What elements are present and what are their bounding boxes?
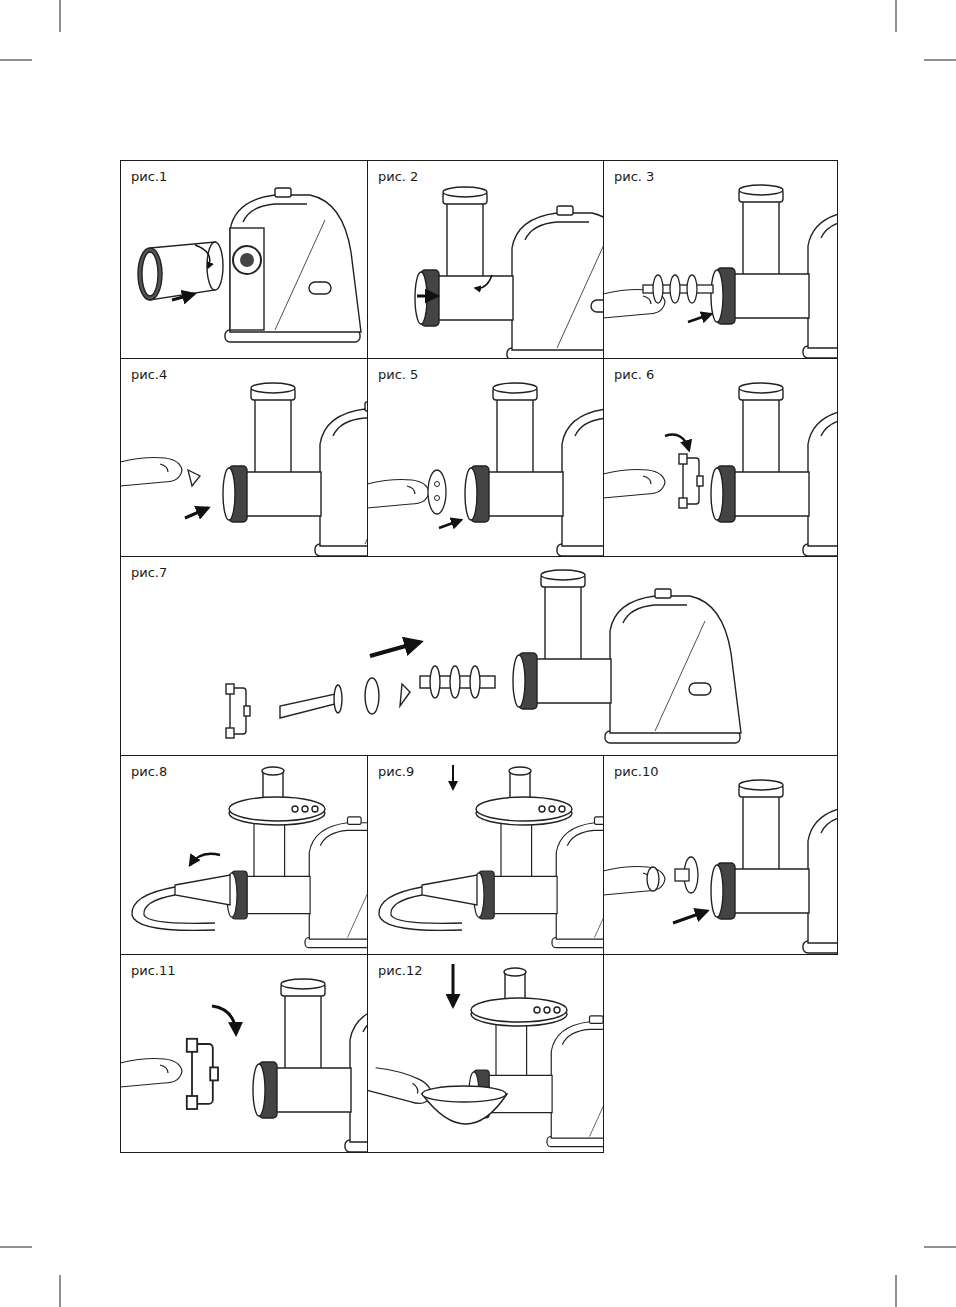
figure-9-art xyxy=(379,765,668,948)
figure-label: рис.9 xyxy=(378,764,414,779)
figure-4-art xyxy=(120,383,451,556)
figure-3-art xyxy=(603,185,939,358)
figure-panel: рис.12 xyxy=(367,954,604,1153)
figure-label: рис.7 xyxy=(131,565,167,580)
figure-label: рис.1 xyxy=(131,169,167,184)
figure-label: рис. 3 xyxy=(614,169,654,184)
figure-label: рис.10 xyxy=(614,764,659,779)
figure-5-art xyxy=(367,383,693,556)
figure-panel: рис. 5 xyxy=(367,358,604,557)
figure-panel: рис.4 xyxy=(120,358,368,557)
figure-panel: рис. 2 xyxy=(367,160,604,359)
figure-10-art xyxy=(603,780,939,953)
figure-panel: рис.10 xyxy=(603,755,838,955)
figure-panel: рис. 6 xyxy=(603,358,838,557)
figure-8-art xyxy=(132,767,421,948)
figure-2-art xyxy=(415,187,643,360)
figure-6-art xyxy=(603,383,939,556)
figure-label: рис. 5 xyxy=(378,367,418,382)
figure-label: рис.11 xyxy=(131,963,176,978)
figure-label: рис. 2 xyxy=(378,169,418,184)
figure-panel: рис.9 xyxy=(367,755,604,955)
figure-11-art xyxy=(120,979,481,1152)
figure-label: рис. 6 xyxy=(614,367,654,382)
figure-7-art xyxy=(226,570,741,743)
figure-panel: рис.1 xyxy=(120,160,368,359)
figure-1-art xyxy=(138,188,361,342)
figure-panel: рис.11 xyxy=(120,954,368,1153)
figure-panel: рис. 3 xyxy=(603,160,838,359)
figure-panel: рис.7 xyxy=(120,556,838,756)
figure-label: рис.8 xyxy=(131,764,167,779)
figure-12-art xyxy=(367,964,662,1147)
figure-panel: рис.8 xyxy=(120,755,368,955)
figure-label: рис.4 xyxy=(131,367,167,382)
figure-label: рис.12 xyxy=(378,963,423,978)
